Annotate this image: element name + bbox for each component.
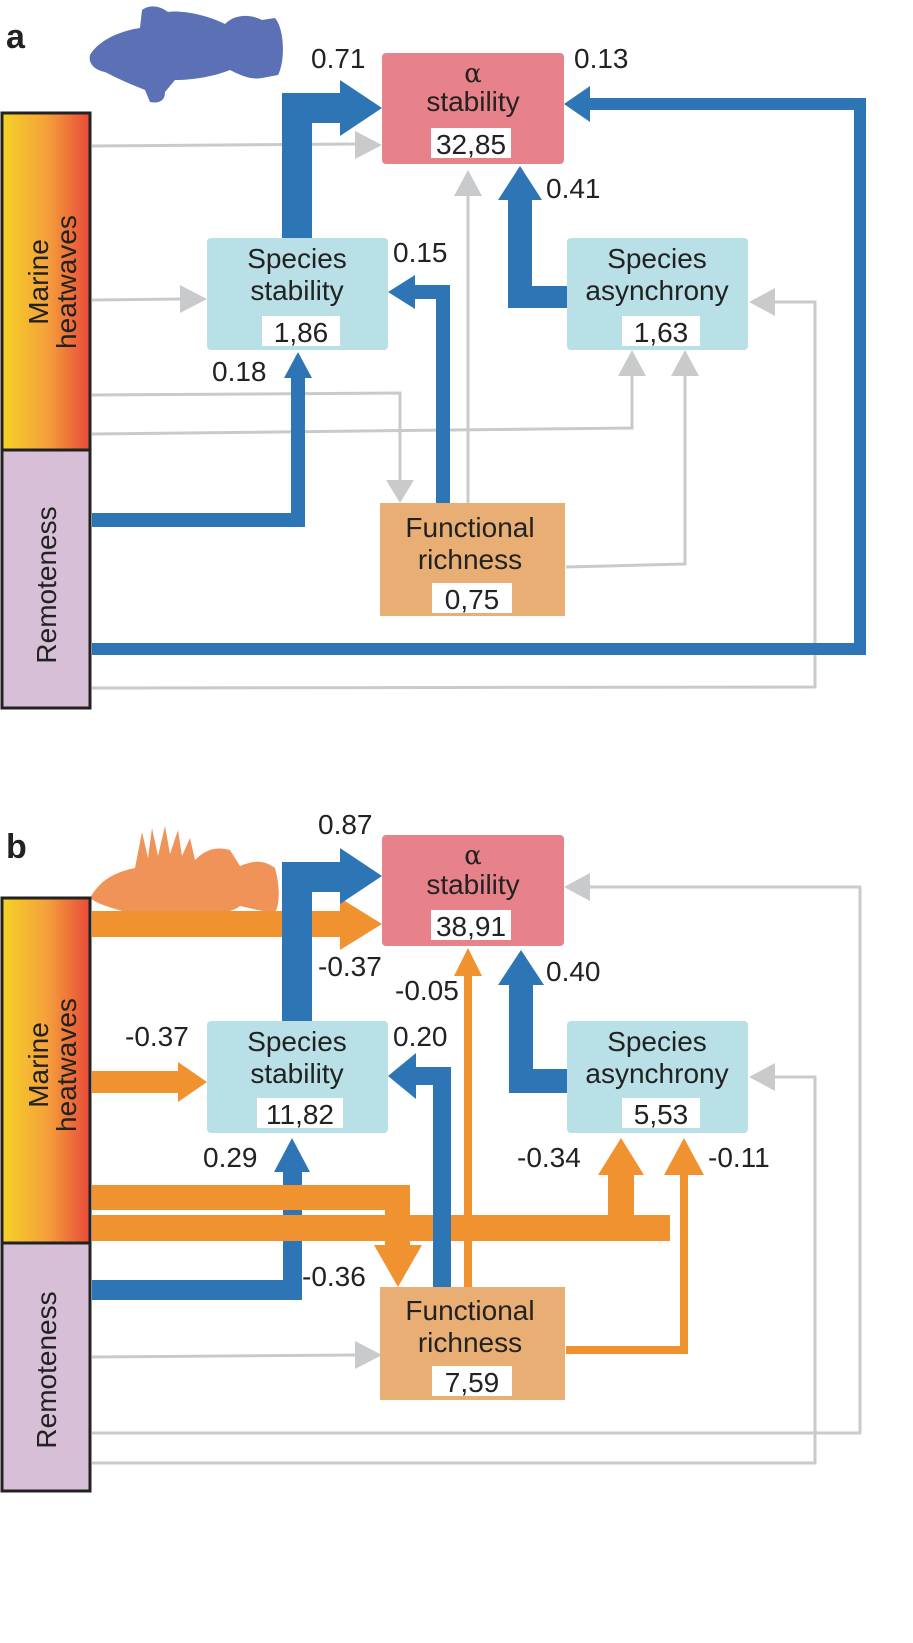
negative-paths	[92, 898, 704, 1354]
node-value: 1,63	[634, 317, 689, 348]
coef-label: -0.36	[302, 1261, 366, 1292]
path-heatwaves-alpha	[91, 142, 356, 148]
nonsignificant-arrowheads	[355, 873, 775, 1369]
remoteness-label: Remoteness	[31, 506, 62, 663]
coef-label: 0.29	[203, 1142, 258, 1173]
node-title: Functional	[405, 1295, 534, 1326]
grouper-fish-icon	[89, 6, 283, 103]
path-functional-species-stability	[436, 285, 450, 503]
node-title: stability	[250, 275, 343, 306]
heatwaves-label-line2: heatwaves	[51, 215, 82, 349]
coef-label: 0.13	[574, 43, 629, 74]
node-title: asynchrony	[585, 1058, 728, 1089]
node-title: Functional	[405, 512, 534, 543]
remoteness-label: Remoteness	[31, 1291, 62, 1448]
node-value: 7,59	[445, 1367, 500, 1398]
nonsignificant-arrowheads	[180, 131, 775, 503]
node-title: stability	[426, 869, 519, 900]
positive-paths	[92, 80, 866, 655]
node-value: 38,91	[436, 911, 506, 942]
node-title: asynchrony	[585, 275, 728, 306]
coef-label: -0.37	[318, 951, 382, 982]
coef-label: 0.41	[546, 173, 601, 204]
panel-letter: a	[6, 18, 26, 56]
node-species-stability: Species stability 1,86	[207, 238, 388, 350]
panel-b: b Marine heatwaves Remoteness	[0, 809, 862, 1493]
path-heatwaves-functional	[91, 391, 402, 482]
path-remoteness-species-stability	[92, 1280, 302, 1300]
node-species-stability: Species stability 11,82	[207, 1021, 388, 1133]
nonsignificant-paths	[91, 142, 817, 690]
positive-paths	[282, 848, 569, 1287]
coef-label: 0.71	[311, 43, 366, 74]
rockfish-icon	[90, 826, 279, 931]
remoteness-box	[0, 1241, 92, 1493]
node-value: 5,53	[634, 1099, 689, 1130]
node-alpha-stability: α stability 38,91	[382, 835, 564, 946]
node-species-asynchrony: Species asynchrony 5,53	[567, 1021, 748, 1133]
coef-label: -0.11	[708, 1142, 770, 1173]
path-heatwaves-functional	[92, 1185, 410, 1210]
path-remoteness-asynchrony	[91, 300, 817, 690]
path-heatwaves-species-stability	[91, 297, 181, 302]
remoteness-box	[0, 448, 92, 710]
node-functional-richness: Functional richness 0,75	[380, 503, 565, 616]
marine-heatwaves-box	[0, 111, 92, 452]
node-title: Species	[607, 243, 707, 274]
path-remoteness-asynchrony	[92, 1075, 817, 1465]
heatwaves-label-line2: heatwaves	[51, 998, 82, 1132]
coef-label: -0.37	[125, 1021, 189, 1052]
coef-label: 0.20	[393, 1021, 448, 1052]
alpha-symbol: α	[464, 59, 482, 89]
coef-label: 0.40	[546, 956, 601, 987]
panel-a: a Marine heatwaves Remoteness	[0, 6, 866, 710]
coef-label: 0.15	[393, 237, 448, 268]
node-title: stability	[250, 1058, 343, 1089]
node-value: 0,75	[445, 584, 500, 615]
node-title: Species	[247, 1026, 347, 1057]
coef-label: 0.18	[212, 356, 267, 387]
node-functional-richness: Functional richness 7,59	[380, 1287, 565, 1400]
path-remoteness-alpha	[92, 643, 866, 655]
node-alpha-stability: α stability 32,85	[382, 53, 564, 164]
heatwaves-label-line1: Marine	[23, 239, 54, 325]
coef-label: 0.87	[318, 809, 373, 840]
node-title: richness	[418, 544, 522, 575]
node-title: Species	[607, 1026, 707, 1057]
marine-heatwaves-box	[0, 896, 92, 1245]
heatwaves-label-line1: Marine	[23, 1022, 54, 1108]
coef-label: -0.34	[517, 1142, 581, 1173]
path-remoteness-functional	[91, 1353, 356, 1359]
node-species-asynchrony: Species asynchrony 1,63	[567, 238, 748, 350]
path-functional-alpha	[464, 975, 472, 1287]
node-value: 11,82	[266, 1099, 334, 1130]
panel-letter: b	[6, 828, 27, 866]
path-functional-species-stability	[433, 1067, 451, 1287]
path-heatwaves-asynchrony	[92, 1215, 670, 1241]
path-heatwaves-species-stability	[92, 1071, 182, 1093]
path-functional-asynchrony	[565, 372, 687, 569]
node-value: 1,86	[274, 317, 329, 348]
coef-label: -0.05	[395, 975, 459, 1006]
node-value: 32,85	[436, 129, 506, 160]
nonsignificant-paths	[91, 885, 862, 1465]
node-title: Species	[247, 243, 347, 274]
alpha-symbol: α	[464, 841, 482, 871]
node-title: richness	[418, 1327, 522, 1358]
node-title: stability	[426, 86, 519, 117]
path-functional-asynchrony	[566, 1346, 686, 1354]
path-heatwaves-asynchrony	[91, 372, 634, 436]
path-remoteness-species-stability	[92, 513, 305, 527]
path-remoteness-alpha	[92, 885, 862, 1435]
